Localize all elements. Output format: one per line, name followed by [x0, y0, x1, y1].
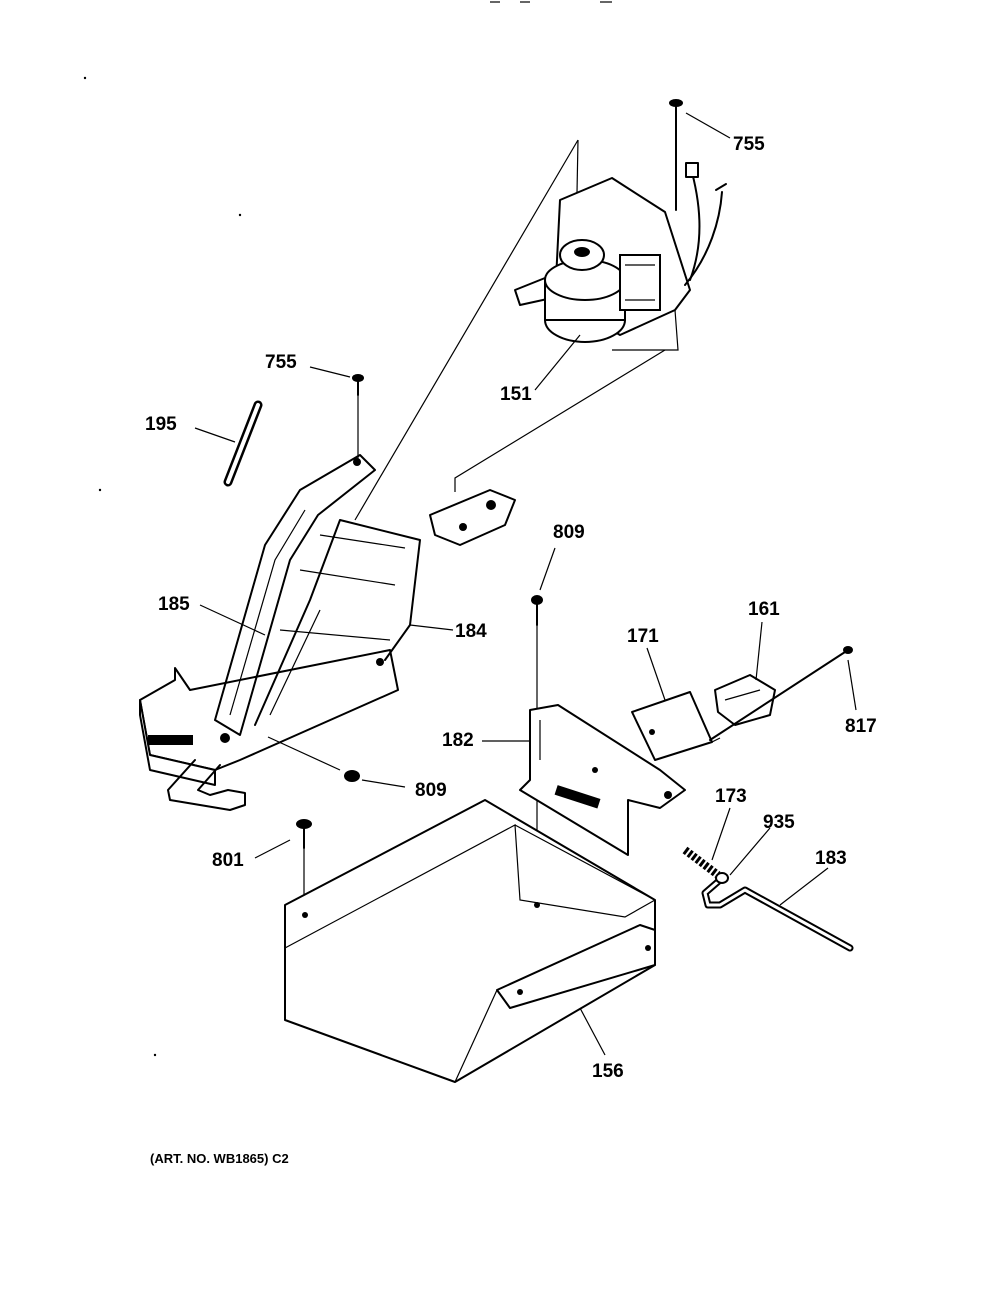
part-label-935: 935 — [763, 812, 795, 833]
part-label-817: 817 — [845, 716, 877, 737]
bracket-184-185 — [139, 349, 666, 811]
part-label-156: 156 — [592, 1061, 624, 1082]
screw-755-left — [352, 374, 364, 460]
art-number-caption: (ART. NO. WB1865) C2 — [150, 1151, 289, 1166]
tray-156 — [284, 799, 656, 1083]
motor-assembly — [354, 99, 727, 521]
part-label-161: 161 — [748, 599, 780, 620]
part-label-183: 183 — [815, 848, 847, 869]
part-label-195: 195 — [145, 414, 177, 435]
part-label-801: 801 — [212, 850, 244, 871]
part-label-755: 755 — [265, 352, 297, 373]
scan-specks — [83, 76, 242, 1057]
pin-195 — [223, 400, 263, 487]
part-label-185: 185 — [158, 594, 190, 615]
part-label-151: 151 — [500, 384, 532, 405]
bracket-182 — [519, 595, 686, 910]
part-label-755: 755 — [733, 134, 765, 155]
rod-spring-assembly — [682, 846, 854, 952]
part-label-184: 184 — [455, 621, 487, 642]
leader-lines — [194, 112, 857, 1056]
screw-809-low — [267, 736, 360, 782]
part-label-173: 173 — [715, 786, 747, 807]
switch-assembly — [631, 646, 853, 761]
part-label-171: 171 — [627, 626, 659, 647]
part-label-809: 809 — [415, 780, 447, 801]
part-label-809: 809 — [553, 522, 585, 543]
part-label-182: 182 — [442, 730, 474, 751]
